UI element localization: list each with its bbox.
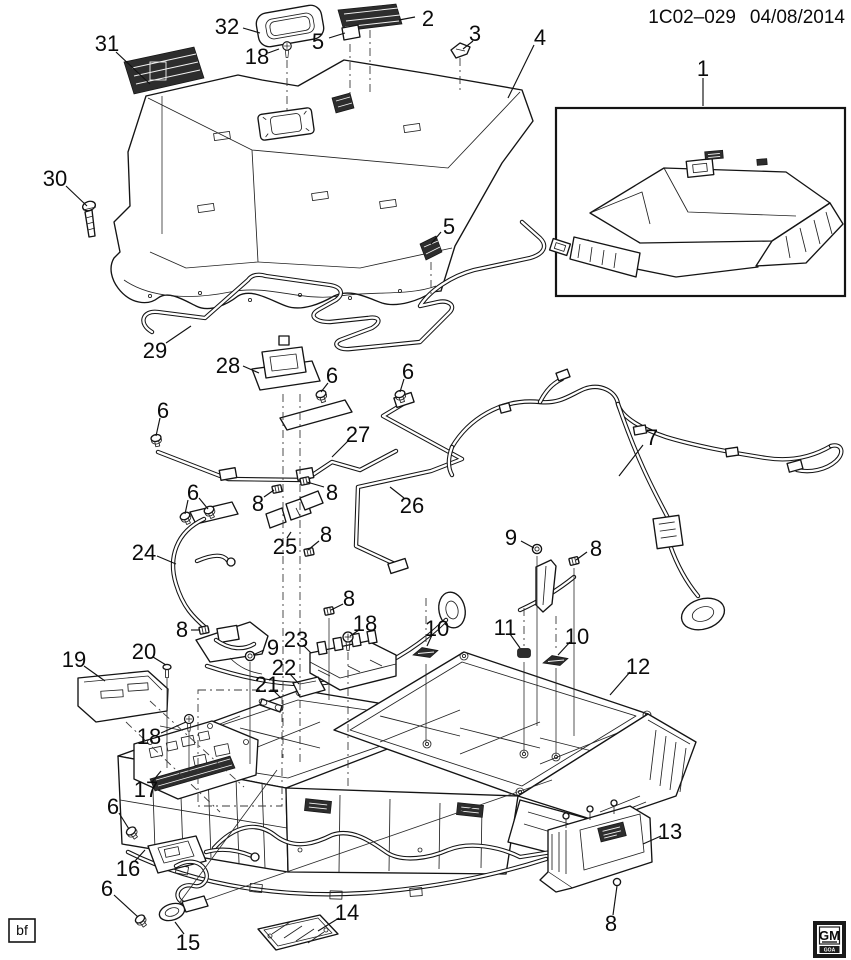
callout-8: 8 — [590, 536, 602, 561]
gasket-32 — [255, 4, 325, 48]
fuse-25 — [265, 490, 324, 529]
callout-5: 5 — [443, 214, 455, 239]
drawing-number: 1C02–029 — [648, 7, 736, 28]
callout-13: 13 — [658, 819, 682, 844]
callout-15: 15 — [176, 930, 200, 955]
clip-5-top — [341, 24, 361, 41]
nut-11 — [517, 648, 531, 658]
busbar-26 — [353, 391, 465, 575]
pin-21 — [258, 698, 284, 713]
gm-sub-text: GOA — [824, 948, 836, 954]
callout-26: 26 — [400, 493, 424, 518]
fasteners — [124, 41, 622, 930]
screw-18 — [282, 41, 292, 59]
callout-3: 3 — [469, 21, 481, 46]
callout-28: 28 — [216, 353, 240, 378]
gm-logo: GM GOA — [813, 921, 846, 958]
callout-8: 8 — [252, 491, 264, 516]
cover-seal-29 — [141, 219, 547, 352]
leader-lines — [65, 16, 704, 935]
gm-sub-bar — [819, 946, 840, 953]
callout-6: 6 — [107, 794, 119, 819]
callout-25: 25 — [273, 534, 297, 559]
junction-block-23 — [309, 629, 397, 691]
callout-23: 23 — [284, 627, 308, 652]
plate-14 — [257, 914, 339, 951]
cap-10 — [412, 647, 439, 658]
callout-21: 21 — [255, 672, 279, 697]
callout-18: 18 — [137, 724, 161, 749]
inset-assembled-view — [548, 106, 847, 298]
clip-8 — [271, 483, 283, 495]
callout-11: 11 — [494, 615, 517, 640]
callout-8: 8 — [605, 911, 617, 936]
callout-30: 30 — [43, 166, 67, 191]
callout-31: 31 — [95, 31, 119, 56]
clip-8 — [198, 624, 210, 636]
callout-8: 8 — [320, 522, 332, 547]
callout-19: 19 — [62, 647, 86, 672]
callout-18: 18 — [353, 611, 377, 636]
callout-8: 8 — [326, 480, 338, 505]
bolt-30 — [81, 200, 97, 238]
callout-16: 16 — [116, 856, 140, 881]
callout-6: 6 — [326, 363, 338, 388]
callout-10: 10 — [425, 616, 449, 641]
callout-8: 8 — [176, 617, 188, 642]
projection-lines — [125, 30, 575, 903]
page-code-box: bf — [8, 918, 36, 943]
callout-14: 14 — [335, 900, 359, 925]
callout-9: 9 — [505, 525, 517, 550]
callout-4: 4 — [534, 25, 546, 50]
callout-2: 2 — [422, 6, 434, 31]
page-code: bf — [16, 922, 28, 938]
bracket-22 — [292, 676, 326, 698]
gm-mark-text: GM — [819, 928, 840, 943]
nut-9 — [244, 650, 256, 662]
callout-24: 24 — [132, 540, 156, 565]
cover-19 — [77, 670, 169, 723]
callout-1: 1 — [697, 56, 709, 81]
callout-6: 6 — [187, 480, 199, 505]
drawing-date: 04/08/2014 — [750, 7, 846, 28]
callout-8: 8 — [343, 586, 355, 611]
callout-27: 27 — [346, 422, 370, 447]
stud-20 — [162, 663, 172, 679]
callout-12: 12 — [626, 654, 650, 679]
label-31 — [123, 46, 205, 95]
nut-9 — [531, 543, 543, 555]
callout-18: 18 — [245, 44, 269, 69]
callout-6: 6 — [157, 398, 169, 423]
callout-22: 22 — [272, 655, 296, 680]
busbar-27 — [155, 399, 399, 483]
callout-9: 9 — [267, 635, 279, 660]
callout-5: 5 — [312, 29, 324, 54]
clip-8 — [323, 605, 335, 617]
callout-6: 6 — [402, 359, 414, 384]
label-2 — [337, 3, 403, 32]
callout-20: 20 — [132, 639, 156, 664]
callout-32: 32 — [215, 14, 239, 39]
callout-29: 29 — [143, 338, 167, 363]
callout-17: 17 — [134, 777, 158, 802]
cable-24 — [170, 501, 239, 632]
clip-5-mid — [419, 235, 443, 261]
cover-opening — [257, 107, 315, 141]
cap-10 — [542, 655, 569, 666]
module-17 — [133, 720, 259, 800]
connector-28 — [251, 335, 321, 391]
callout-6: 6 — [101, 876, 113, 901]
module-13 — [539, 799, 653, 893]
clip-8 — [299, 475, 311, 487]
ball-stud-8 — [612, 877, 622, 887]
bracket-15 — [158, 859, 209, 922]
callout-10: 10 — [565, 624, 589, 649]
callouts: 32 2 31 18 5 3 4 1 30 29 28 6 6 6 27 7 2… — [43, 6, 709, 955]
gm-mark-box — [818, 926, 841, 945]
callout-7: 7 — [646, 425, 658, 450]
detail-boundary-dashed — [197, 689, 283, 807]
clip-8 — [568, 555, 580, 567]
